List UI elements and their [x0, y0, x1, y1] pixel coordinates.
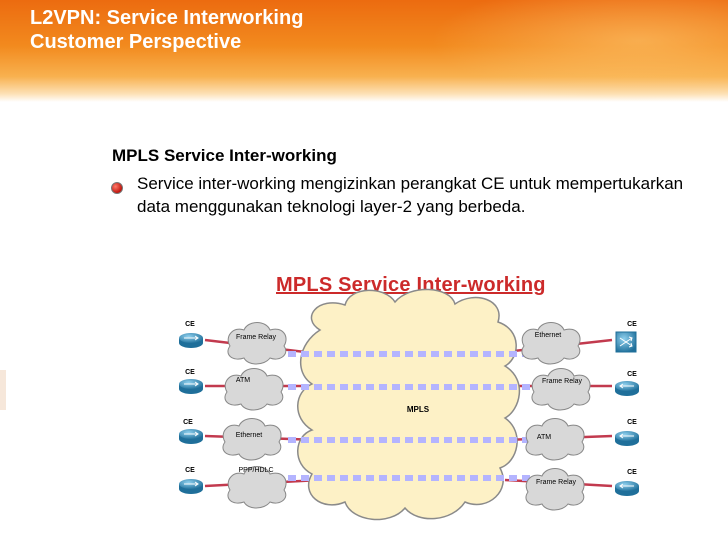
ce-label-right-1: CE [627, 321, 637, 328]
left-cloud-label-1: Frame Relay [236, 334, 277, 341]
mpls-core-cloud [297, 288, 521, 521]
ce-label-right-2: CE [627, 371, 637, 378]
slide-title-line1: L2VPN: Service Interworking [30, 7, 304, 29]
slide-title-line2: Customer Perspective [30, 31, 242, 53]
slide-header: L2VPN: Service Interworking Customer Per… [0, 0, 728, 102]
left-cloud-1: Frame Relay [227, 322, 287, 365]
switch-icon [615, 331, 637, 353]
right-ce-devices: CE CE CE CE [615, 321, 639, 496]
router-icon [179, 333, 203, 348]
diagram-title: MPLS Service Inter-working [276, 274, 546, 296]
left-cloud-label-4: PPP/HDLC [238, 467, 273, 474]
left-cloud-3: Ethernet [222, 418, 282, 461]
section-title: MPLS Service Inter-working [112, 146, 337, 165]
router-icon [179, 379, 203, 394]
pseudowires [288, 351, 530, 481]
right-cloud-2: Frame Relay [531, 368, 591, 411]
right-cloud-3: ATM [525, 418, 585, 461]
ce-label-right-4: CE [627, 469, 637, 476]
right-edge-clouds: Ethernet Frame Relay ATM Frame Relay [521, 322, 591, 511]
left-edge-mark [0, 370, 6, 410]
header-glow [430, 0, 728, 102]
router-icon [615, 431, 639, 446]
mpls-core-label: MPLS [407, 405, 430, 414]
left-cloud-label-3: Ethernet [236, 432, 263, 439]
right-cloud-4: Frame Relay [525, 468, 585, 511]
left-cloud-4: PPP/HDLC [227, 466, 287, 509]
bullet-text: Service inter-working mengizinkan perang… [137, 174, 684, 216]
router-icon [179, 429, 203, 444]
right-cloud-label-1: Ethernet [535, 332, 562, 339]
left-cloud-2: ATM [224, 368, 284, 411]
ce-label-left-1: CE [185, 321, 195, 328]
left-cloud-label-2: ATM [236, 377, 250, 384]
router-icon [615, 481, 639, 496]
ce-label-right-3: CE [627, 419, 637, 426]
ce-label-left-3: CE [183, 419, 193, 426]
router-icon [615, 381, 639, 396]
right-cloud-label-3: ATM [537, 434, 551, 441]
right-cloud-label-2: Frame Relay [542, 378, 583, 385]
right-cloud-1: Ethernet [521, 322, 581, 365]
ce-label-left-4: CE [185, 467, 195, 474]
left-ce-devices: CE CE CE CE [179, 321, 203, 494]
bullet-icon [111, 182, 123, 194]
ce-label-left-2: CE [185, 369, 195, 376]
left-edge-clouds: Frame Relay ATM Ethernet PPP/HDLC [222, 322, 287, 509]
slide-title: L2VPN: Service Interworking Customer Per… [30, 6, 303, 54]
router-icon [179, 479, 203, 494]
right-cloud-label-4: Frame Relay [536, 479, 577, 486]
